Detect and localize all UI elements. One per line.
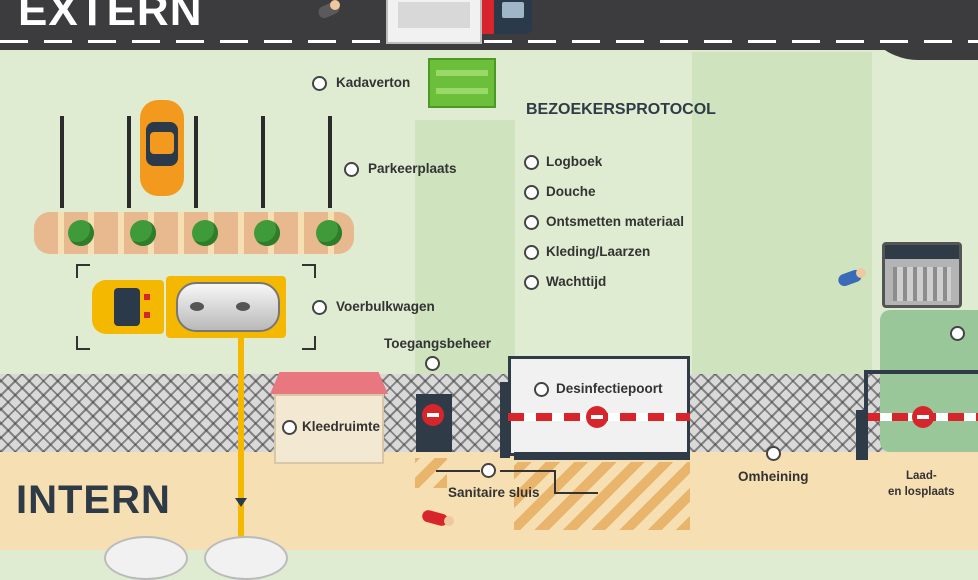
gate-pillar (856, 410, 868, 460)
marker-desinfectiepoort (534, 382, 549, 397)
parked-car-icon (140, 100, 184, 196)
loading-container-icon (882, 242, 962, 308)
protocol-item-ontsmetten: Ontsmetten materiaal (546, 214, 685, 229)
road-lane-marking (0, 40, 978, 43)
silo-top (104, 536, 188, 580)
bush-icon (68, 220, 94, 246)
sanitaire-sluis-floor (415, 458, 447, 488)
marker-kadaverton (312, 76, 327, 91)
label-kleedruimte: Kleedruimte (302, 419, 381, 434)
protocol-item-wachttijd: Wachttijd (546, 274, 607, 289)
no-entry-icon (912, 406, 934, 428)
parking-line (127, 116, 131, 208)
label-laad-line2: en losplaats (888, 486, 955, 498)
bush-icon (130, 220, 156, 246)
silo-top (204, 536, 288, 580)
feed-truck-icon (92, 276, 288, 338)
marker-parkeerplaats (344, 162, 359, 177)
arrow-down-icon (235, 498, 247, 507)
protocol-title: BEZOEKERSPROTOCOL (526, 101, 716, 118)
sluis-line (554, 470, 556, 494)
marker-toegangsbeheer (425, 356, 440, 371)
bush-icon (316, 220, 342, 246)
marker-voerbulkwagen (312, 300, 327, 315)
person-icon (834, 268, 868, 288)
marker-protocol-wachttijd (524, 275, 539, 290)
feed-pipe (238, 332, 244, 550)
sluis-line (436, 470, 480, 472)
person-icon (420, 508, 456, 528)
marker-sanitaire-sluis (481, 463, 496, 478)
bush-icon (192, 220, 218, 246)
sluis-line (554, 492, 598, 494)
sanitaire-sluis-floor-main (514, 462, 690, 530)
sluis-line (500, 470, 554, 472)
label-kadaverton: Kadaverton (336, 75, 411, 90)
marker-kleedruimte (282, 420, 297, 435)
car-icon (482, 0, 532, 34)
road-curve (858, 0, 978, 60)
gate-threshold (514, 452, 690, 460)
parking-line (328, 116, 332, 208)
person-icon (312, 0, 346, 21)
zone-label-extern: EXTERN (18, 0, 203, 35)
marker-laad-losplaats (950, 326, 965, 341)
kadaverton-bin-icon (428, 58, 496, 108)
truck-bay-frame (76, 264, 316, 350)
parking-line (261, 116, 265, 208)
protocol-item-douche: Douche (546, 184, 596, 199)
gate-pillar (500, 382, 510, 458)
marker-protocol-kleding (524, 245, 539, 260)
label-parkeerplaats: Parkeerplaats (368, 161, 457, 176)
access-door (416, 394, 452, 452)
marker-protocol-ontsmetten (524, 215, 539, 230)
marker-protocol-douche (524, 185, 539, 200)
marker-omheining (766, 446, 781, 461)
parking-line (60, 116, 64, 208)
kleedruimte-building-icon (270, 372, 388, 464)
protocol-item-logboek: Logboek (546, 154, 603, 169)
label-sanitaire-sluis: Sanitaire sluis (448, 485, 540, 500)
label-laad-line1: Laad- (906, 470, 937, 482)
fence-mesh (0, 374, 978, 452)
zone-label-intern: INTERN (16, 478, 171, 522)
protocol-item-kleding: Kleding/Laarzen (546, 244, 651, 259)
gatehouse-building-icon (386, 0, 482, 44)
label-desinfectiepoort: Desinfectiepoort (556, 381, 663, 396)
marker-protocol-logboek (524, 155, 539, 170)
label-omheining: Omheining (738, 469, 809, 484)
label-voerbulkwagen: Voerbulkwagen (336, 299, 435, 314)
parking-line (194, 116, 198, 208)
no-entry-icon (586, 406, 608, 428)
label-toegangsbeheer: Toegangsbeheer (384, 336, 492, 351)
bush-icon (254, 220, 280, 246)
